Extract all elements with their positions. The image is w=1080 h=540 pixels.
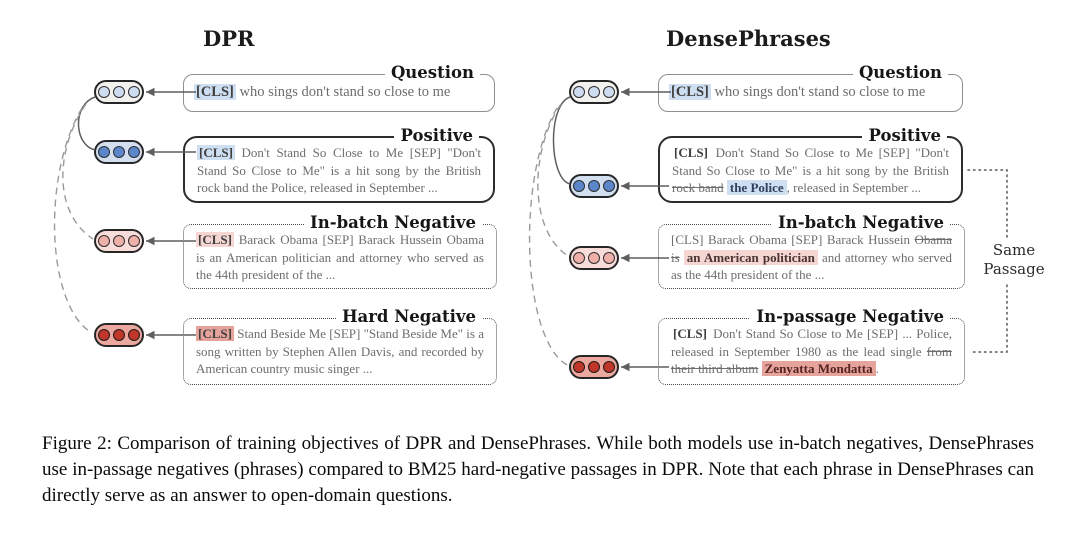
dp-inbatch-text: [CLS] Barack Obama [SEP] Barack Hussein … xyxy=(671,232,953,282)
dp-question-inbatch-dashed-curve xyxy=(537,103,569,257)
embedding-dim-circle xyxy=(588,361,600,373)
embedding-dim-circle xyxy=(98,86,110,98)
dp-positive-label: Positive xyxy=(862,126,947,145)
dpr-question-positive-curve xyxy=(77,96,96,151)
cls-token: [CLS] xyxy=(196,326,234,341)
dp-question-inpassage-dashed-curve xyxy=(528,107,568,366)
embedding-dim-circle xyxy=(603,361,615,373)
dpr-question-hard-dashed-curve xyxy=(53,107,93,334)
embedding-dim-circle xyxy=(98,146,110,158)
struck-text: Obama is xyxy=(671,232,953,265)
negative-phrase: an American politician xyxy=(683,249,818,265)
dp-question-embedding xyxy=(569,80,619,104)
dpr-hard-embedding xyxy=(94,323,144,347)
embedding-dim-circle xyxy=(588,86,600,98)
embedding-dim-circle xyxy=(573,180,585,192)
dpr-panel-title: DPR xyxy=(203,26,255,51)
densephrases-panel-title: DensePhrases xyxy=(666,26,831,51)
embedding-dim-circle xyxy=(603,180,615,192)
embedding-dim-circle xyxy=(128,86,140,98)
dp-inpassage-embedding xyxy=(569,355,619,379)
dpr-positive-text: [CLS] Don't Stand So Close to Me [SEP] "… xyxy=(197,145,481,195)
cls-token: [CLS] xyxy=(196,232,234,247)
struck-text: from their third album xyxy=(671,343,953,377)
embedding-dim-circle xyxy=(113,329,125,341)
embedding-dim-circle xyxy=(573,252,585,264)
struck-text: rock band xyxy=(672,180,724,195)
dpr-positive-box: Positive [CLS] Don't Stand So Close to M… xyxy=(183,126,495,203)
dp-inpassage-label: In-passage Negative xyxy=(750,307,950,326)
dp-inpassage-box: In-passage Negative [CLS] Don't Stand So… xyxy=(658,307,965,385)
embedding-dim-circle xyxy=(603,252,615,264)
dp-positive-text: [CLS] Don't Stand So Close to Me [SEP] "… xyxy=(672,145,949,195)
dp-question-positive-curve xyxy=(552,96,571,185)
dp-inbatch-embedding xyxy=(569,246,619,270)
cls-token: [CLS] xyxy=(669,84,711,100)
embedding-dim-circle xyxy=(98,235,110,247)
embedding-dim-circle xyxy=(573,361,585,373)
dp-positive-embedding xyxy=(569,174,619,198)
embedding-dim-circle xyxy=(603,86,615,98)
dpr-question-inbatch-dashed-curve xyxy=(62,103,94,240)
dpr-inbatch-label: In-batch Negative xyxy=(304,213,482,232)
dpr-inbatch-embedding xyxy=(94,229,144,253)
dpr-positive-embedding xyxy=(94,140,144,164)
dpr-inbatch-box: In-batch Negative [CLS] Barack Obama [SE… xyxy=(183,213,497,289)
dp-question-box: Question [CLS] who sings don't stand so … xyxy=(658,63,963,112)
dpr-hard-label: Hard Negative xyxy=(335,307,482,326)
embedding-dim-circle xyxy=(98,329,110,341)
embedding-dim-circle xyxy=(573,86,585,98)
dpr-question-embedding xyxy=(94,80,144,104)
embedding-dim-circle xyxy=(588,180,600,192)
figure-caption: Figure 2: Comparison of training objecti… xyxy=(42,433,1034,506)
cls-token: [CLS] xyxy=(194,84,236,100)
cls-token: [CLS] xyxy=(673,326,707,341)
dpr-inbatch-text: [CLS] Barack Obama [SEP] Barack Hussein … xyxy=(196,232,484,282)
dpr-positive-label: Positive xyxy=(394,126,479,145)
dpr-question-label: Question xyxy=(384,63,480,82)
dp-inpassage-text: [CLS] Don't Stand So Close to Me [SEP] .… xyxy=(671,326,953,377)
embedding-dim-circle xyxy=(588,252,600,264)
dp-question-label: Question xyxy=(852,63,948,82)
embedding-dim-circle xyxy=(128,329,140,341)
dp-positive-box: Positive [CLS] Don't Stand So Close to M… xyxy=(658,126,963,203)
dp-inbatch-box: In-batch Negative [CLS] Barack Obama [SE… xyxy=(658,213,965,289)
dp-inbatch-label: In-batch Negative xyxy=(772,213,950,232)
embedding-dim-circle xyxy=(128,235,140,247)
dp-question-text: [CLS] who sings don't stand so close to … xyxy=(669,84,926,100)
same-passage-label: Same Passage xyxy=(981,238,1047,282)
cls-token: [CLS] xyxy=(671,232,704,247)
dpr-question-text: [CLS] who sings don't stand so close to … xyxy=(194,84,451,100)
answer-phrase: the Police xyxy=(726,180,787,195)
embedding-dim-circle xyxy=(113,235,125,247)
cls-token: [CLS] xyxy=(197,145,235,160)
dpr-question-box: Question [CLS] who sings don't stand so … xyxy=(183,63,495,112)
embedding-dim-circle xyxy=(113,146,125,158)
negative-phrase: Zenyatta Mondatta xyxy=(761,361,876,376)
dpr-hard-box: Hard Negative [CLS] Stand Beside Me [SEP… xyxy=(183,307,497,385)
dpr-hard-text: [CLS] Stand Beside Me [SEP] "Stand Besid… xyxy=(196,326,485,376)
embedding-dim-circle xyxy=(113,86,125,98)
cls-token: [CLS] xyxy=(674,145,708,160)
embedding-dim-circle xyxy=(128,146,140,158)
